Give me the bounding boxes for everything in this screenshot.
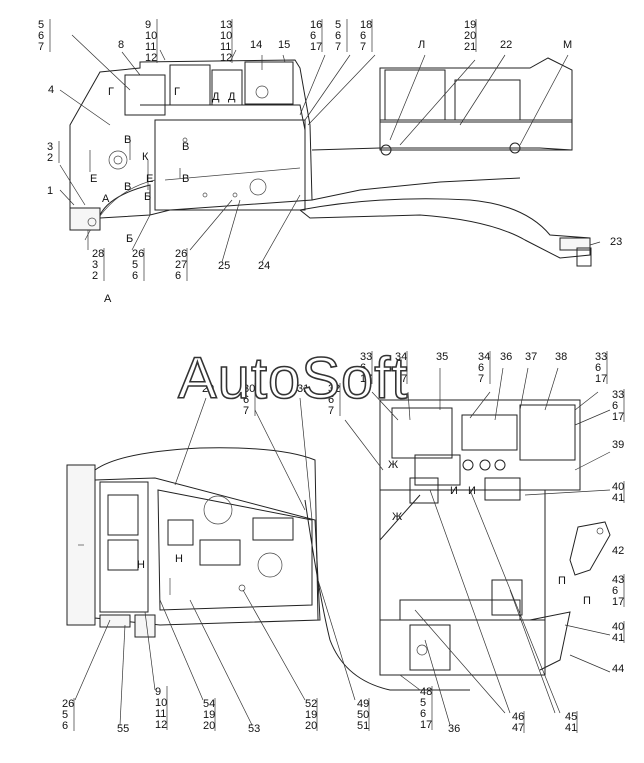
- bottom-callout: 39: [612, 439, 624, 451]
- top-callout: 1: [47, 185, 53, 197]
- top-callout: 4: [48, 84, 54, 96]
- bottom-leaders: [74, 367, 611, 726]
- top-callout: 23: [610, 236, 622, 248]
- section-mark: В: [124, 134, 131, 146]
- top-view: [69, 57, 592, 267]
- top-callout: 24: [258, 260, 270, 272]
- section-mark: Ж: [392, 511, 402, 523]
- top-callout: 14: [250, 39, 262, 51]
- section-mark: Б: [144, 191, 151, 203]
- top-callout: 8: [118, 39, 124, 51]
- bottom-callout: 44: [612, 663, 624, 675]
- section-mark: Е: [90, 173, 97, 185]
- bottom-callout: 42: [612, 545, 624, 557]
- section-mark: П: [558, 575, 566, 587]
- top-callout: 15: [278, 39, 290, 51]
- top-callout: 25: [218, 260, 230, 272]
- section-mark: Ж: [388, 459, 398, 471]
- bottom-callout: 31: [297, 383, 309, 395]
- bottom-callout: 37: [525, 351, 537, 363]
- section-mark: Е: [146, 173, 153, 185]
- bottom-callout: 35: [436, 351, 448, 363]
- section-mark: В: [182, 173, 189, 185]
- section-mark: Н: [175, 553, 183, 565]
- section-mark: Д: [212, 91, 220, 103]
- section-mark: К: [142, 151, 149, 163]
- section-mark: Г: [108, 86, 114, 98]
- bottom-view: [66, 399, 611, 691]
- top-callout: М: [563, 39, 572, 51]
- section-mark: И: [450, 485, 458, 497]
- section-mark: Г: [174, 86, 180, 98]
- top-callout: Л: [418, 39, 425, 51]
- section-mark: А: [104, 293, 112, 305]
- bottom-callout: 36: [500, 351, 512, 363]
- section-mark: Н: [137, 559, 145, 571]
- section-mark: А: [102, 193, 110, 205]
- section-mark: В: [182, 141, 189, 153]
- section-mark: П: [583, 595, 591, 607]
- bottom-callout: 38: [555, 351, 567, 363]
- section-mark: И: [468, 485, 476, 497]
- bottom-callout: 29: [202, 383, 214, 395]
- section-mark: В: [124, 181, 131, 193]
- bottom-callout: 55: [117, 723, 129, 735]
- top-callout: 22: [500, 39, 512, 51]
- section-mark: Д: [228, 91, 236, 103]
- bottom-callout: 36: [448, 723, 460, 735]
- bottom-callout: 53: [248, 723, 260, 735]
- section-mark: Б: [126, 233, 133, 245]
- top-leaders: [59, 34, 601, 263]
